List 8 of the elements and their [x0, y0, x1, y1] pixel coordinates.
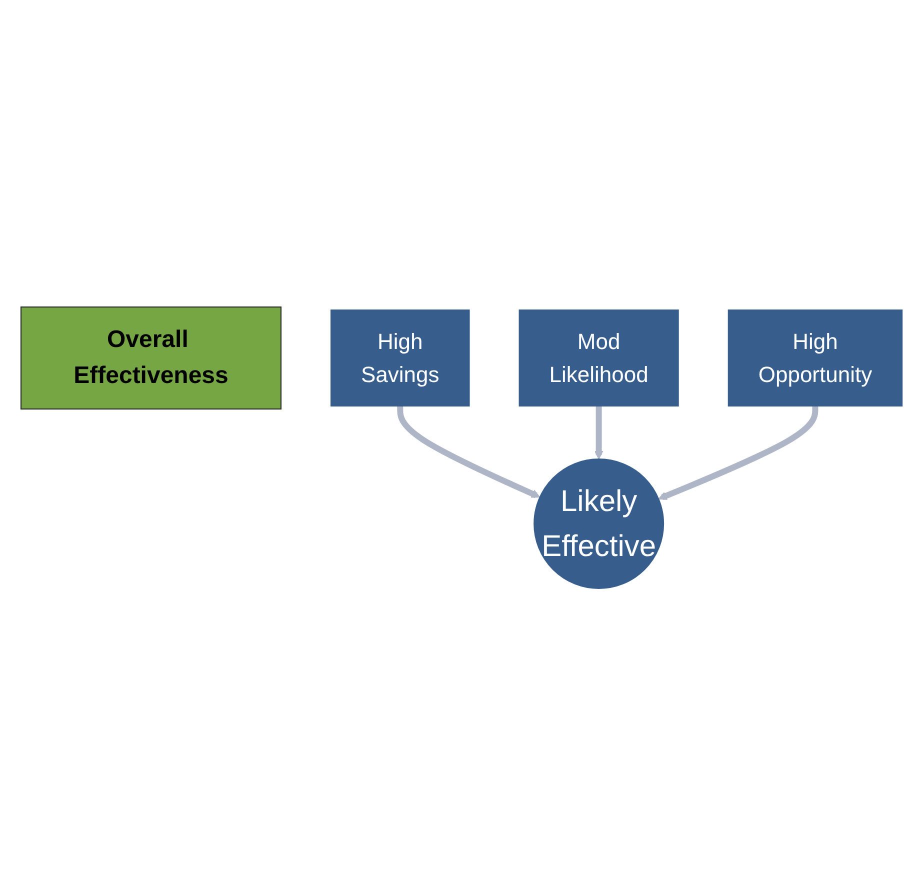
arrow: [594, 406, 604, 460]
node-box: Mod Likelihood: [519, 309, 680, 406]
node-box: High Savings: [330, 309, 470, 406]
arrow: [658, 406, 819, 500]
node-box: Overall Effectiveness: [20, 306, 282, 410]
node-box: High Opportunity: [728, 309, 904, 406]
node-circle: Likely Effective: [534, 458, 665, 589]
arrow: [398, 406, 541, 498]
